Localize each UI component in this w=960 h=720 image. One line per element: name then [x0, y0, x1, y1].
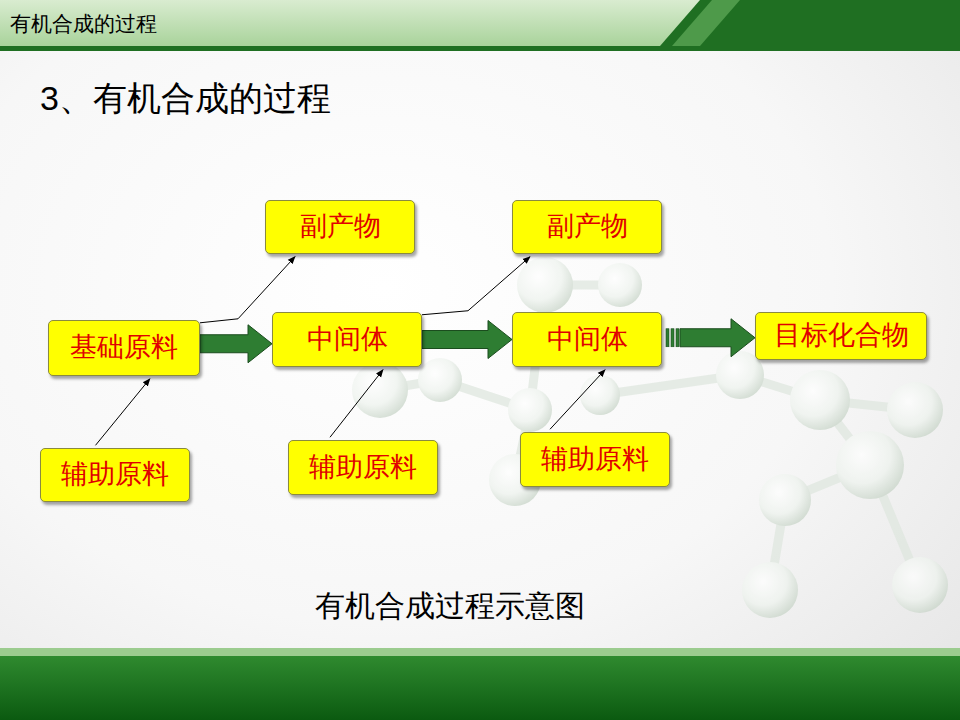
byproduct-arrow	[422, 257, 530, 315]
process-box: 辅助原料	[520, 432, 670, 487]
byproduct-arrow	[330, 370, 383, 438]
arrow-body	[680, 319, 755, 357]
process-arrow	[422, 321, 512, 359]
box-text: 辅助原料	[61, 460, 169, 490]
box-text: 副产物	[547, 212, 628, 242]
arrow-line	[96, 379, 150, 446]
arrow-body	[422, 321, 512, 359]
process-box: 基础原料	[48, 320, 200, 376]
process-box: 中间体	[512, 312, 662, 367]
box-text: 基础原料	[70, 333, 178, 363]
box-text: 辅助原料	[541, 445, 649, 475]
molecule-illustration	[352, 257, 948, 618]
box-text: 目标化合物	[774, 321, 909, 351]
slide-title: 3、有机合成的过程	[40, 76, 331, 122]
arrow-stripe	[666, 329, 669, 347]
arrow-line	[330, 370, 383, 438]
process-box: 副产物	[265, 200, 415, 254]
process-arrow	[200, 325, 272, 363]
figure-caption: 有机合成过程示意图	[315, 586, 585, 627]
process-box: 辅助原料	[40, 448, 190, 502]
process-arrow	[666, 319, 755, 357]
arrow-line	[550, 370, 605, 430]
box-text: 辅助原料	[309, 453, 417, 483]
process-box: 目标化合物	[755, 312, 927, 360]
byproduct-arrow	[550, 370, 605, 430]
header-bar	[0, 0, 960, 51]
process-box: 辅助原料	[288, 440, 438, 495]
footer-bar	[0, 648, 960, 720]
header-label: 有机合成的过程	[10, 10, 157, 38]
arrow-body	[200, 325, 272, 363]
arrow-stripe	[671, 329, 674, 347]
process-box: 中间体	[272, 312, 422, 367]
box-text: 副产物	[300, 212, 381, 242]
process-box: 副产物	[512, 200, 662, 254]
arrow-stripe	[676, 329, 679, 347]
box-text: 中间体	[547, 325, 628, 355]
box-text: 中间体	[307, 325, 388, 355]
arrow-line	[422, 257, 530, 315]
byproduct-arrow	[96, 379, 150, 446]
